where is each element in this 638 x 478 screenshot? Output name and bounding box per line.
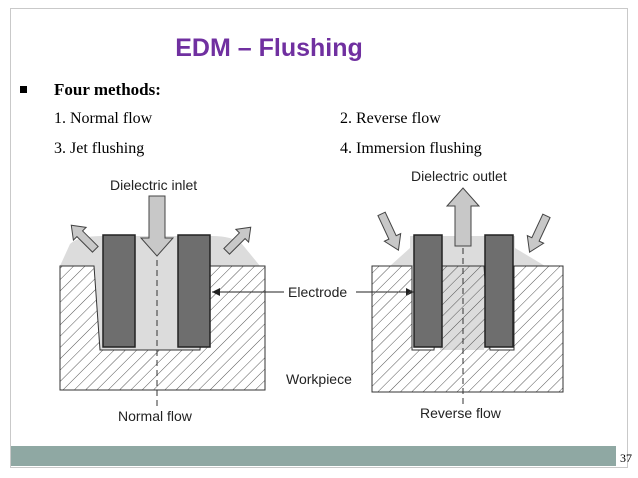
method-immersion-flushing: 4. Immersion flushing xyxy=(340,140,482,157)
electrode-right xyxy=(484,234,514,348)
outflow-arrow-left-icon xyxy=(70,224,99,253)
inflow-arrow-left-icon xyxy=(377,211,402,251)
normal-flow-label: Normal flow xyxy=(118,408,193,424)
leader-arrowhead-left-icon xyxy=(212,288,220,296)
method-reverse-flow: 2. Reverse flow xyxy=(340,110,441,127)
electrode-left xyxy=(413,234,443,348)
outlet-arrow-icon xyxy=(445,187,481,247)
page-number: 37 xyxy=(620,451,632,465)
electrode-right xyxy=(177,234,211,348)
slide-frame xyxy=(10,8,628,468)
reverse-flow-diagram: Dielectric outlet Reverse flow xyxy=(371,168,564,421)
footer-band xyxy=(11,446,616,466)
electrode-left xyxy=(102,234,136,348)
slide-title: EDM – Flushing xyxy=(175,34,363,62)
method-normal-flow: 1. Normal flow xyxy=(54,110,153,127)
method-jet-flushing: 3. Jet flushing xyxy=(54,140,145,157)
inlet-arrow-icon xyxy=(139,195,175,257)
outflow-arrow-right-icon xyxy=(223,226,252,255)
inflow-arrow-right-icon xyxy=(526,213,551,253)
workpiece-label: Workpiece xyxy=(286,371,352,387)
normal-flow-diagram: Dielectric inlet Normal flow xyxy=(59,177,266,424)
electrode-label: Electrode xyxy=(288,284,347,300)
dielectric-inlet-label: Dielectric inlet xyxy=(110,177,197,193)
methods-heading: Four methods: xyxy=(54,80,161,99)
dielectric-outlet-label: Dielectric outlet xyxy=(411,168,507,184)
reverse-flow-label: Reverse flow xyxy=(420,405,502,421)
bullet-square-icon xyxy=(20,86,27,93)
workpiece-block xyxy=(371,265,564,393)
